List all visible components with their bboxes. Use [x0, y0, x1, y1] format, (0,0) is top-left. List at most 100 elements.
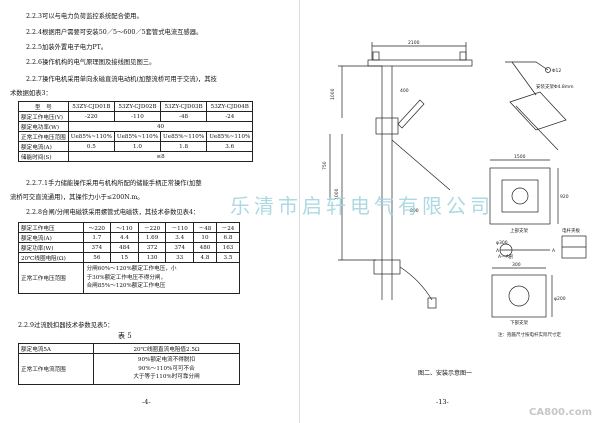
dimension-label: 400 [400, 88, 409, 94]
bolt-label: Φ12 [552, 68, 561, 74]
lower-support-label: 下部支架 [510, 319, 528, 326]
table-cell: -24 [206, 111, 254, 122]
note-label: 注：抱箍尺寸按电杆实际尺寸定 [498, 331, 561, 338]
row-label: 额定工作电压(V) [18, 111, 69, 122]
mount-bracket [505, 61, 549, 71]
table-cell: 分闸60%～120%额定工作电压，小 于30%额定工作电压不得分闸， 合闸85%… [82, 262, 241, 294]
installation-drawing: 2100 1000 750 1000 400 800 1500 920 300 … [322, 40, 587, 338]
table-cell: 374 [165, 242, 194, 253]
left-page: 2.2.3可以与电力负荷监控系统配合使用。 2.2.4根据用户需要可安装50／5… [10, 13, 254, 406]
lower-clamp [508, 285, 530, 307]
table-cell: 130 [137, 252, 167, 263]
range-line: 于30%额定工作电压不得分闸， [86, 274, 167, 281]
iso-bracket-arm [515, 105, 559, 151]
dimension-label: 1500 [514, 154, 526, 160]
figure-caption: 图二、安装示意图一 [418, 370, 473, 377]
lower-support-frame [491, 274, 547, 318]
table-cell: 90%额定电流不得脱扣 90%～110%可可不合 大于等于110%时可靠分闸 [93, 353, 240, 385]
corner-logo: CA800.com [529, 407, 592, 418]
table-cell: 10 [193, 232, 217, 243]
table-cell: －48 [193, 222, 217, 233]
upper-support-frame [489, 167, 551, 225]
dimension-label: φ200 [554, 296, 566, 302]
range-line: 90%～110%可可不合 [138, 365, 195, 372]
text-line: 2.2.3可以与电力负荷监控系统配合使用。 [26, 13, 143, 20]
row-label: 正常工作电压范围 [18, 131, 69, 142]
upper-support-inner [501, 179, 539, 213]
table-row: 正常工作电流范围 90%额定电流不得脱扣 90%～110%可可不合 大于等于11… [18, 353, 240, 385]
table-cell: Ue85%~110% [206, 131, 254, 142]
row-label: 储能时间(S) [18, 151, 69, 162]
page-gutter [299, 0, 300, 423]
section-marker: A [552, 248, 556, 254]
dimension-label: 920 [560, 194, 569, 200]
terminal [427, 297, 437, 309]
text-line: 2.2.9过流脱扣器技术参数见表5： [18, 322, 114, 329]
table-row: 额定工作电压(V) -220 -110 -48 -24 [18, 111, 254, 122]
table-cell: 4.4 [110, 232, 139, 243]
dimension-label: 800 [410, 208, 419, 214]
table-cell: 53ZY-CJD02B [113, 101, 162, 112]
table-row: 正常工作电压范围 分闸60%～120%额定工作电压，小 于30%额定工作电压不得… [18, 262, 241, 294]
table-cell: －110 [165, 222, 194, 233]
table-row: 储能时间(S) ≤8 [18, 151, 254, 162]
row-label: 额定电流(A) [18, 232, 84, 243]
table-row: 20℃线圈电阻(Ω) 56 15 130 33 4.8 3.5 [18, 252, 241, 263]
dimension-label: 2100 [408, 40, 420, 46]
text-line: 2.2.7操作电机采用单向永磁直流电动机(加整流桥可用于交流)，其技 [26, 76, 217, 83]
table-cell: -220 [67, 111, 115, 122]
row-label: 正常工作电流范围 [18, 353, 94, 385]
table-row: 正常工作电压范围 Ue85%~110% Ue85%~110% Ue85%~110… [18, 131, 254, 142]
range-line: 大于等于110%时可靠分闸 [133, 374, 200, 380]
text-line: 术数据如表3： [10, 90, 52, 97]
dimension-label: 1000 [330, 88, 336, 100]
bracket-label: 安装支架Φ4.8mm [536, 83, 573, 90]
table-cell: 163 [215, 242, 241, 253]
table-cell: －24 [215, 222, 241, 233]
page-number: -13- [436, 398, 449, 406]
table-cell: 4.8 [193, 252, 217, 263]
upper-clamp [511, 187, 529, 205]
dimension-label: φ300 [496, 240, 508, 246]
table-cell: -48 [160, 111, 208, 122]
table-3: 型 号 53ZY-CJD01B 53ZY-CJD02B 53ZY-CJD03B … [18, 101, 254, 162]
table-cell: 1.8 [160, 141, 208, 152]
table-cell: 53ZY-CJD04B [206, 101, 254, 112]
lower-mount [373, 259, 401, 275]
text-line: 2.2.8合闸/分闸电磁铁采用螺管式电磁铁，其技术参数见表4： [26, 209, 200, 216]
dimension-label: 1000 [334, 188, 340, 200]
bracket-arm [397, 99, 425, 129]
table-row: 额定功率(W) 374 484 372 374 480 163 [18, 242, 241, 253]
table-cell: 1.69 [137, 232, 167, 243]
range-line: 90%额定电流不得脱扣 [137, 357, 196, 363]
row-label: 20℃线圈电阻(Ω) [18, 252, 84, 263]
table-5: 额定电流5A 20℃线圈直流电阻值2.5Ω 正常工作电流范围 90%额定电流不得… [18, 343, 240, 385]
section-marker: A [496, 248, 500, 254]
iso-bracket [509, 91, 567, 131]
table-cell: ～220 [82, 222, 112, 233]
table-cell: 0.5 [67, 141, 115, 152]
row-label: 额定功率(W) [18, 242, 84, 253]
insulator [459, 51, 467, 61]
text-line: 2.2.6操作机构的电气原理图及接线图见图三。 [26, 59, 156, 66]
table-4: 额定工作电压 ～220 ～110 －220 －110 －48 －24 额定电流(… [18, 222, 241, 294]
table-cell: 53ZY-CJD01B [67, 101, 115, 112]
mount-bracket-arm [511, 61, 537, 96]
range-line: 分闸60%～120%额定工作电压，小 [86, 266, 177, 272]
table-cell: 型 号 [18, 101, 69, 112]
watermark: 乐清市启轩电气有限公司 [230, 194, 494, 218]
bolt-circle [545, 67, 551, 73]
table-cell: ≤8 [67, 151, 254, 162]
table-cell: 额定电流5A [18, 343, 94, 354]
table-row: 额定电功率(W) 40 [18, 121, 254, 132]
table-cell: 20℃线圈直流电阻值2.5Ω [93, 343, 240, 354]
table-cell: Ue85%~110% [160, 131, 208, 142]
table-row: 额定电流5A 20℃线圈直流电阻值2.5Ω [18, 343, 240, 354]
cable [399, 266, 433, 301]
row-label: 正常工作电压范围 [18, 262, 84, 294]
text-line: 2.2.4根据用户需要可安装50／5～600／5套管式电流互感器。 [26, 29, 203, 36]
table-cell: 40 [67, 121, 254, 132]
support-brace [391, 139, 451, 191]
table-cell: 1.0 [113, 141, 162, 152]
table-row: 额定电流(A) 1.7 4.4 1.69 3.4 10 6.8 [18, 232, 241, 243]
